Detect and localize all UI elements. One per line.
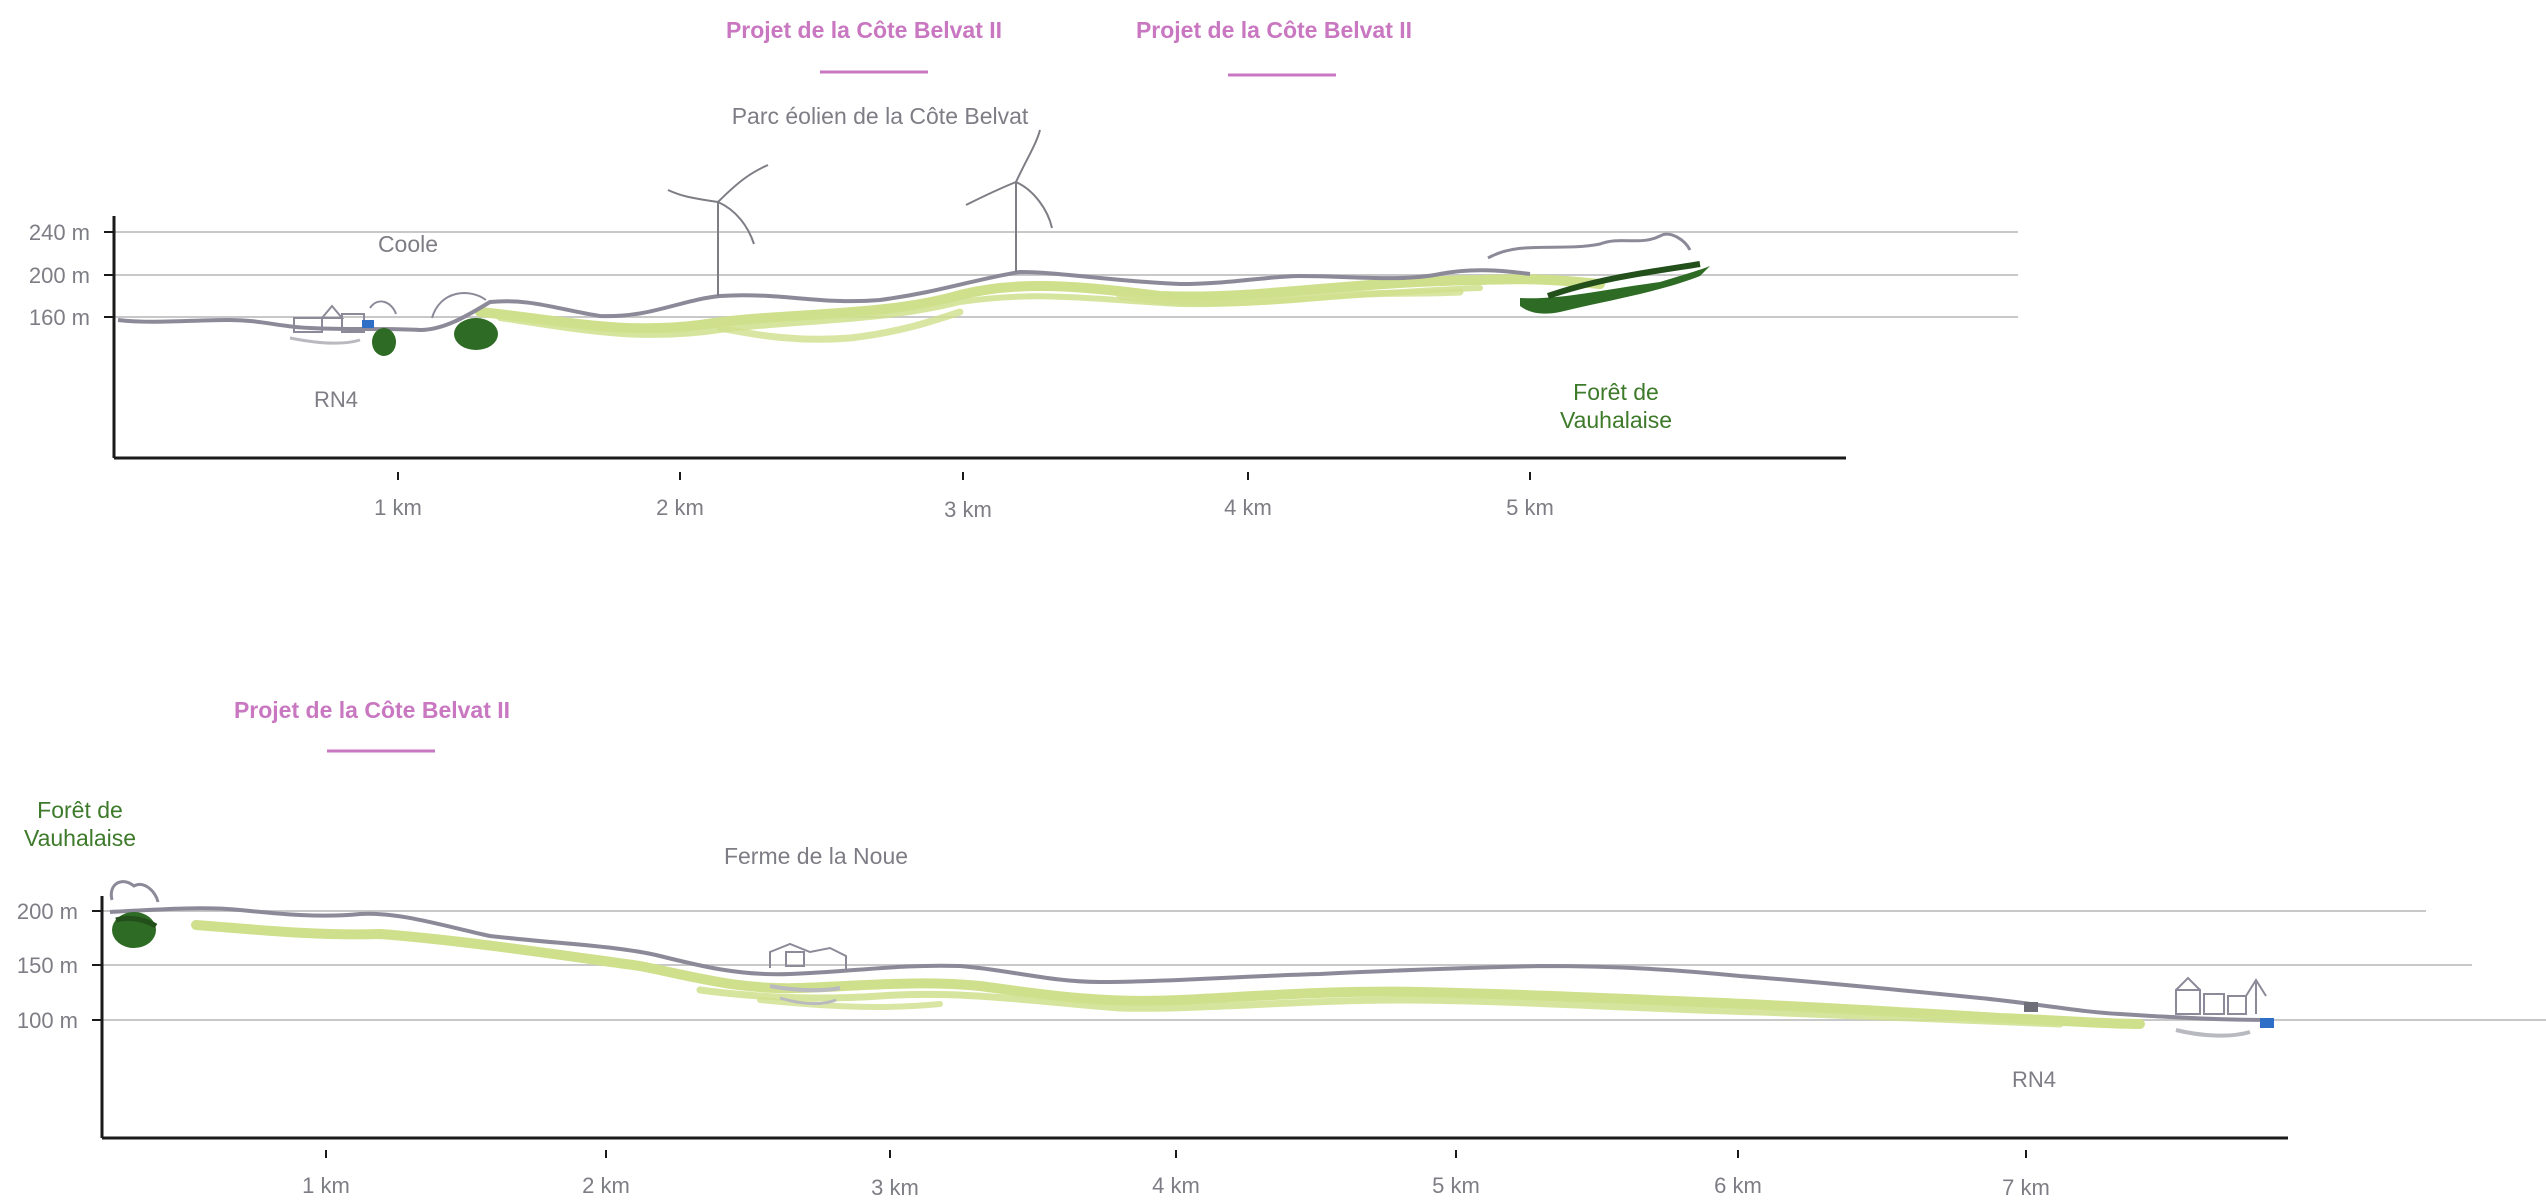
profile-2: 200 m 150 m 100 m 1 km 2 km 3 km 4 km 5 … bbox=[17, 797, 2546, 1200]
project-label-text: Projet de la Côte Belvat II bbox=[234, 697, 510, 723]
y-tick-label: 200 m bbox=[29, 263, 90, 288]
place-label-foret-line1: Forêt de bbox=[37, 797, 123, 823]
project-label-text: Projet de la Côte Belvat II bbox=[1136, 17, 1412, 43]
y-tick-200: 200 m bbox=[29, 263, 114, 288]
profile-1: 240 m 200 m 160 m 1 km 2 km 3 km 4 km 5 … bbox=[29, 103, 2018, 522]
x-tick-label: 1 km bbox=[302, 1173, 350, 1198]
building-marker-icon bbox=[2024, 1002, 2038, 1012]
terrain-profile bbox=[117, 268, 1531, 333]
place-label-foret-line1: Forêt de bbox=[1573, 379, 1659, 405]
village-icon bbox=[289, 300, 397, 345]
place-label-ferme: Ferme de la Noue bbox=[724, 843, 908, 869]
y-tick-100: 100 m bbox=[17, 1008, 102, 1033]
wind-turbine-icon bbox=[667, 164, 769, 296]
vegetation-band bbox=[191, 920, 2145, 1029]
y-tick-160: 160 m bbox=[29, 305, 114, 330]
x-tick-label: 6 km bbox=[1714, 1173, 1762, 1198]
farm-icon bbox=[769, 942, 847, 1006]
place-label-coole: Coole bbox=[378, 231, 438, 257]
project-label-2: Projet de la Côte Belvat II bbox=[1136, 17, 1412, 77]
place-label-foret-line2: Vauhalaise bbox=[1560, 407, 1672, 433]
y-tick-label: 160 m bbox=[29, 305, 90, 330]
x-tick-label: 4 km bbox=[1224, 495, 1272, 520]
y-tick-150: 150 m bbox=[17, 953, 102, 978]
y-tick-200: 200 m bbox=[17, 899, 102, 924]
x-tick-label: 2 km bbox=[656, 495, 704, 520]
project-label-1: Projet de la Côte Belvat II bbox=[726, 17, 1002, 74]
place-label-rn4: RN4 bbox=[2012, 1067, 2056, 1092]
project-label-3: Projet de la Côte Belvat II bbox=[234, 697, 510, 753]
x-tick-label: 4 km bbox=[1152, 1173, 1200, 1198]
x-ticks bbox=[325, 1150, 2027, 1158]
x-tick-label: 3 km bbox=[871, 1175, 919, 1200]
x-tick-label: 5 km bbox=[1432, 1173, 1480, 1198]
place-label-rn4: RN4 bbox=[314, 387, 358, 412]
y-tick-240: 240 m bbox=[29, 220, 114, 245]
tree-icon bbox=[372, 292, 498, 356]
project-label-text: Projet de la Côte Belvat II bbox=[726, 17, 1002, 43]
village-icon bbox=[2175, 976, 2267, 1038]
road-marker-icon bbox=[2260, 1018, 2274, 1028]
y-tick-label: 240 m bbox=[29, 220, 90, 245]
x-tick-label: 5 km bbox=[1506, 495, 1554, 520]
road-marker-icon bbox=[362, 320, 374, 328]
x-tick-label: 7 km bbox=[2002, 1175, 2050, 1200]
x-tick-label: 1 km bbox=[374, 495, 422, 520]
x-ticks bbox=[397, 472, 1531, 480]
place-label-parc-eolien: Parc éolien de la Côte Belvat bbox=[732, 103, 1029, 129]
vegetation-band bbox=[475, 274, 1605, 343]
place-label-foret-line2: Vauhalaise bbox=[24, 825, 136, 851]
forest-icon bbox=[109, 880, 160, 948]
terrain-profile bbox=[109, 906, 2271, 1022]
x-tick-label: 3 km bbox=[944, 497, 992, 522]
x-tick-label: 2 km bbox=[582, 1173, 630, 1198]
y-tick-label: 100 m bbox=[17, 1008, 78, 1033]
forest-icon bbox=[1487, 232, 1710, 314]
y-tick-label: 200 m bbox=[17, 899, 78, 924]
wind-turbine-icon bbox=[965, 129, 1053, 272]
y-tick-label: 150 m bbox=[17, 953, 78, 978]
